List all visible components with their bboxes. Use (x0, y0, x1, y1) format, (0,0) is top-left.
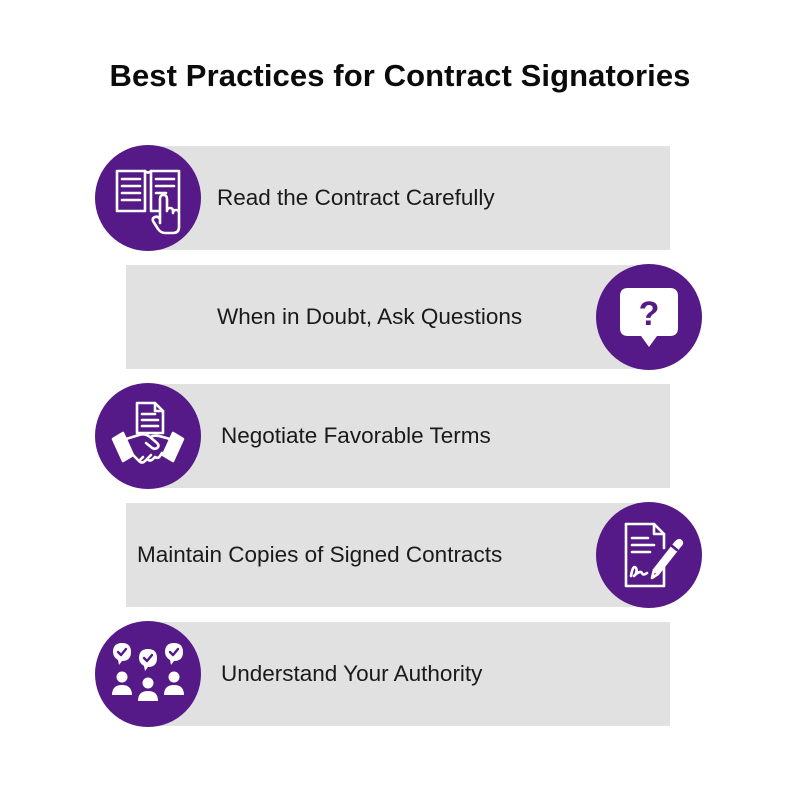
practice-label-2: When in Doubt, Ask Questions (217, 304, 523, 329)
approved-team-icon (112, 643, 184, 701)
practice-bar-3 (148, 384, 670, 488)
practice-bar-5 (148, 622, 670, 726)
practice-label-3: Negotiate Favorable Terms (221, 423, 491, 448)
practice-badge-5 (95, 621, 201, 727)
practice-badge-3 (95, 383, 201, 489)
practice-badge-4 (596, 502, 702, 608)
practice-bar-2 (126, 265, 649, 369)
practice-badge-1 (95, 145, 201, 251)
signed-document-pen-icon (624, 522, 684, 588)
practice-label-5: Understand Your Authority (221, 661, 483, 686)
book-pointer-icon (115, 169, 181, 235)
page-title: Best Practices for Contract Signatories (109, 58, 691, 93)
question-bubble-icon: ? (620, 288, 678, 347)
practice-label-1: Read the Contract Carefully (217, 185, 495, 210)
practice-label-4: Maintain Copies of Signed Contracts (137, 542, 503, 567)
practice-bar-4 (126, 503, 649, 607)
practice-bar-1 (148, 146, 670, 250)
handshake-document-icon (111, 401, 185, 464)
practice-badge-2: ? (596, 264, 702, 370)
svg-text:?: ? (639, 295, 660, 333)
